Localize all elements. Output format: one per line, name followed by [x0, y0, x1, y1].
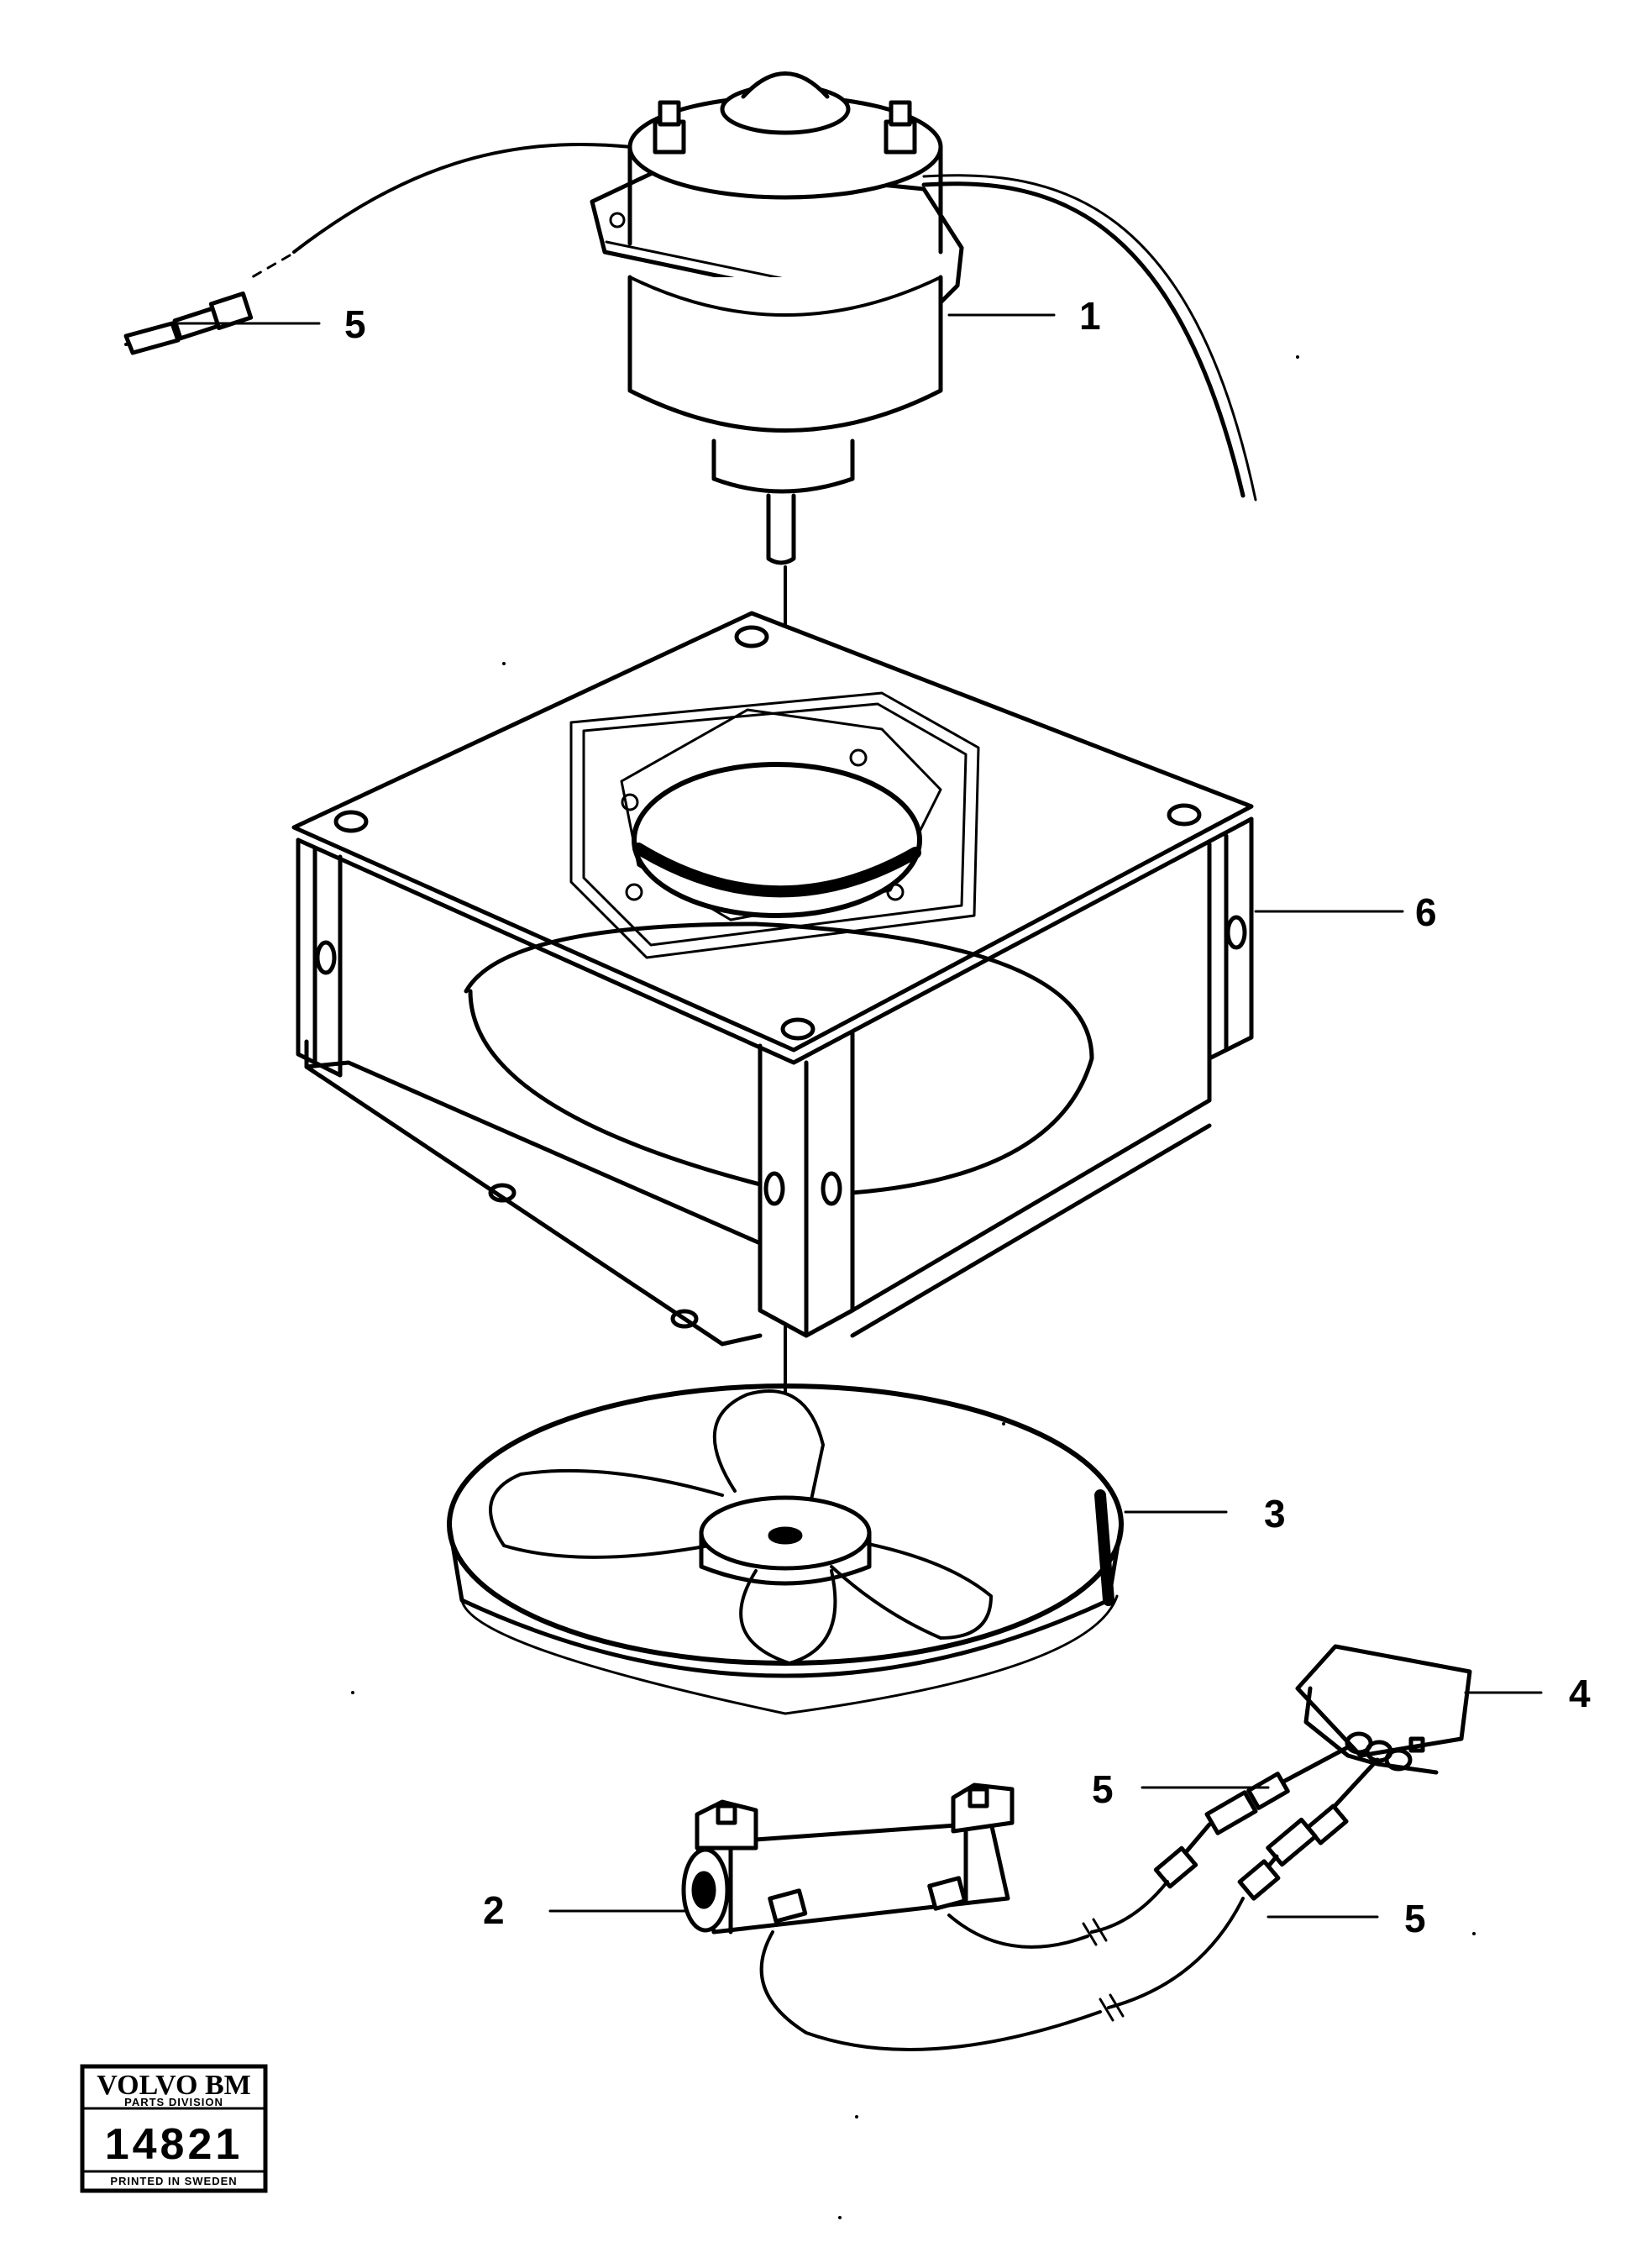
callout-part-4: 4 — [1569, 1672, 1591, 1715]
callout-part-5-top: 5 — [344, 302, 366, 346]
fan — [447, 1383, 1124, 1715]
connector-block — [1295, 1644, 1472, 1775]
callout-part-2: 2 — [483, 1888, 505, 1932]
wire-harness — [759, 1745, 1380, 2051]
callout-part-6: 6 — [1415, 890, 1437, 934]
fan-housing — [291, 611, 1254, 1539]
resistor — [681, 1782, 1015, 1935]
callout-part-3: 3 — [1264, 1492, 1286, 1536]
stamp-footer: PRINTED IN SWEDEN — [110, 2175, 237, 2187]
scan-specks — [351, 355, 1476, 2219]
leader-lines — [175, 313, 1543, 1919]
callout-part-5-bottom: 5 — [1404, 1897, 1426, 1940]
stamp-number: 14821 — [105, 2120, 244, 2169]
callout-part-1: 1 — [1079, 294, 1101, 338]
stamp-brand: VOLVO BM — [97, 2070, 250, 2101]
callouts: 1 2 3 4 5 5 5 6 — [344, 294, 1591, 1940]
volvo-stamp: VOLVO BM PARTS DIVISION 14821 PRINTED IN… — [80, 2064, 268, 2193]
motor — [250, 71, 1257, 875]
stamp-division: PARTS DIVISION — [124, 2096, 223, 2108]
callout-part-5-middle: 5 — [1092, 1767, 1114, 1811]
